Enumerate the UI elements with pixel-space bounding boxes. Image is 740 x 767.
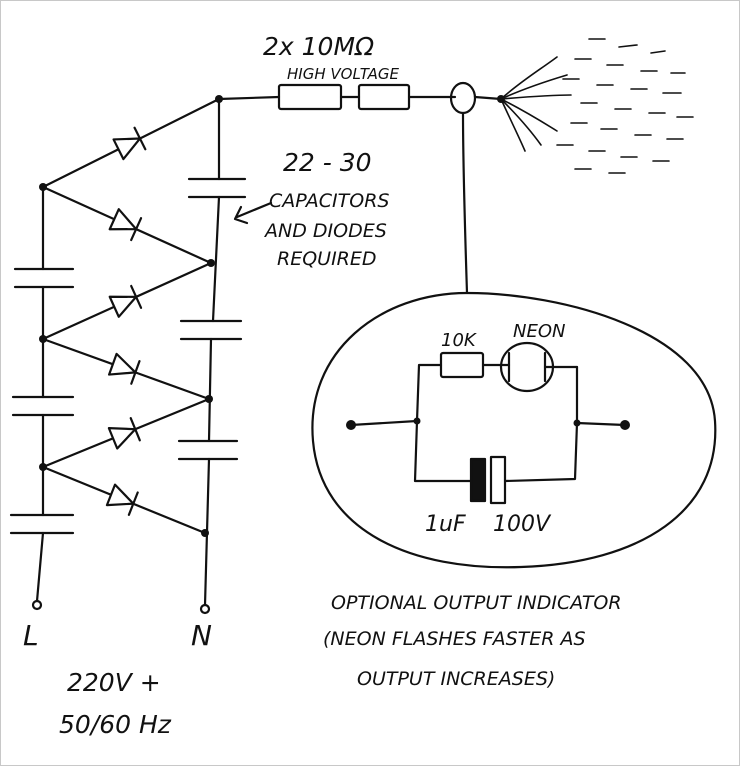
junction-dots (39, 95, 223, 537)
diode-6 (105, 483, 139, 516)
note-line-1: CAPACITORS (269, 190, 389, 212)
right-capacitor-2 (179, 319, 243, 341)
neon-label: NEON (513, 321, 565, 342)
terminal-n-label: N (191, 619, 212, 652)
diodes (105, 126, 147, 516)
capacitor-1uf (469, 455, 507, 505)
indicator-bubble (311, 291, 717, 569)
terminal-n-connector (199, 603, 211, 615)
note-line-3: REQUIRED (277, 248, 377, 270)
diode-4 (107, 352, 141, 385)
emitter-brush (497, 56, 572, 152)
neon-lamp (499, 341, 555, 393)
high-voltage-resistor-1 (277, 83, 343, 111)
terminal-l-label: L (23, 619, 39, 652)
indicator-line-2: (NEON FLASHES FASTER AS (323, 628, 586, 650)
resistor-10k (439, 351, 485, 379)
capacitor-voltage-label: 100V (493, 512, 552, 537)
output-line (217, 95, 503, 101)
left-capacitor-3 (9, 513, 75, 535)
resistor-10k-label: 10K (441, 330, 477, 351)
diode-ladder-wires (41, 97, 221, 535)
right-rail (203, 97, 221, 607)
resistors-type-label: HIGH VOLTAGE (287, 65, 399, 83)
diode-1 (112, 126, 147, 161)
left-capacitors (9, 267, 75, 535)
indicator-circuit (346, 363, 630, 483)
diode-3 (108, 284, 143, 318)
indicator-line-1: OPTIONAL OUTPUT INDICATOR (331, 592, 622, 614)
diode-2 (108, 208, 143, 242)
left-capacitor-2 (11, 395, 75, 417)
indicator-line-3: OUTPUT INCREASES) (357, 668, 555, 690)
terminal-l-connector (31, 599, 43, 611)
right-capacitors (177, 177, 247, 461)
left-capacitor-1 (13, 267, 75, 289)
resistors-value-label: 2x 10MΩ (263, 32, 374, 61)
high-voltage-resistor-2 (357, 83, 411, 111)
note-line-2: AND DIODES (263, 220, 387, 242)
note-arrow (233, 201, 273, 225)
capacitor-value-label: 1uF (425, 512, 466, 537)
pickup-ring (449, 81, 477, 295)
right-capacitor-3 (177, 439, 239, 461)
left-rail (35, 185, 45, 603)
ion-spray (556, 38, 694, 174)
diode-5 (107, 417, 141, 450)
right-capacitor-1 (187, 177, 247, 199)
count-range-label: 22 - 30 (283, 148, 372, 177)
supply-voltage-label: 220V + (67, 668, 161, 697)
supply-frequency-label: 50/60 Hz (59, 710, 172, 739)
